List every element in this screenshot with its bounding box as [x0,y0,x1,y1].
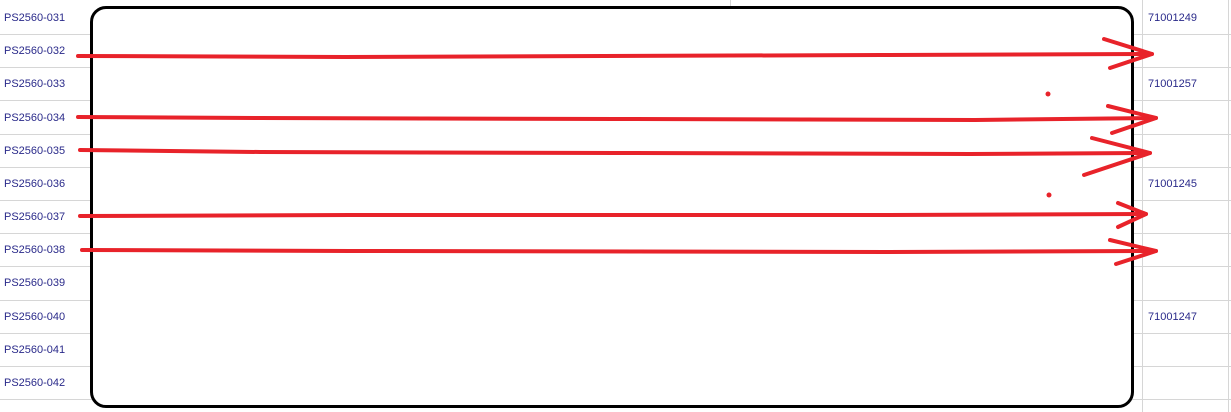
cell-part-number[interactable]: 71001245 [1148,178,1197,190]
cell-item-code[interactable]: PS2560-035 [4,145,66,157]
cell-part-number[interactable]: 71001247 [1148,311,1197,323]
cell-item-code[interactable]: PS2560-039 [4,277,66,289]
cell-part-number[interactable]: 71001249 [1148,12,1197,24]
cell-item-code[interactable]: PS2560-041 [4,344,66,356]
column-gridline [730,0,731,6]
arrow-row-035 [78,136,1152,177]
red-dot-mark [1045,91,1051,97]
arrow-row-032 [76,37,1154,70]
cell-item-code[interactable]: PS2560-032 [4,45,66,57]
cell-item-code[interactable]: PS2560-034 [4,112,66,124]
red-dot-mark [1046,192,1052,198]
cell-item-code[interactable]: PS2560-037 [4,211,66,223]
arrow-row-038 [80,238,1158,266]
cell-item-code[interactable]: PS2560-036 [4,178,66,190]
cell-item-code[interactable]: PS2560-033 [4,78,66,90]
column-gridline [1142,0,1143,412]
cell-item-code[interactable]: PS2560-040 [4,311,66,323]
cell-item-code[interactable]: PS2560-031 [4,12,66,24]
covered-region-box [90,6,1134,408]
arrow-row-037 [78,201,1148,229]
arrow-row-034 [76,104,1158,135]
cell-part-number[interactable]: 71001257 [1148,78,1197,90]
cell-item-code[interactable]: PS2560-042 [4,377,66,389]
cell-item-code[interactable]: PS2560-038 [4,244,66,256]
column-gridline [1228,0,1229,412]
